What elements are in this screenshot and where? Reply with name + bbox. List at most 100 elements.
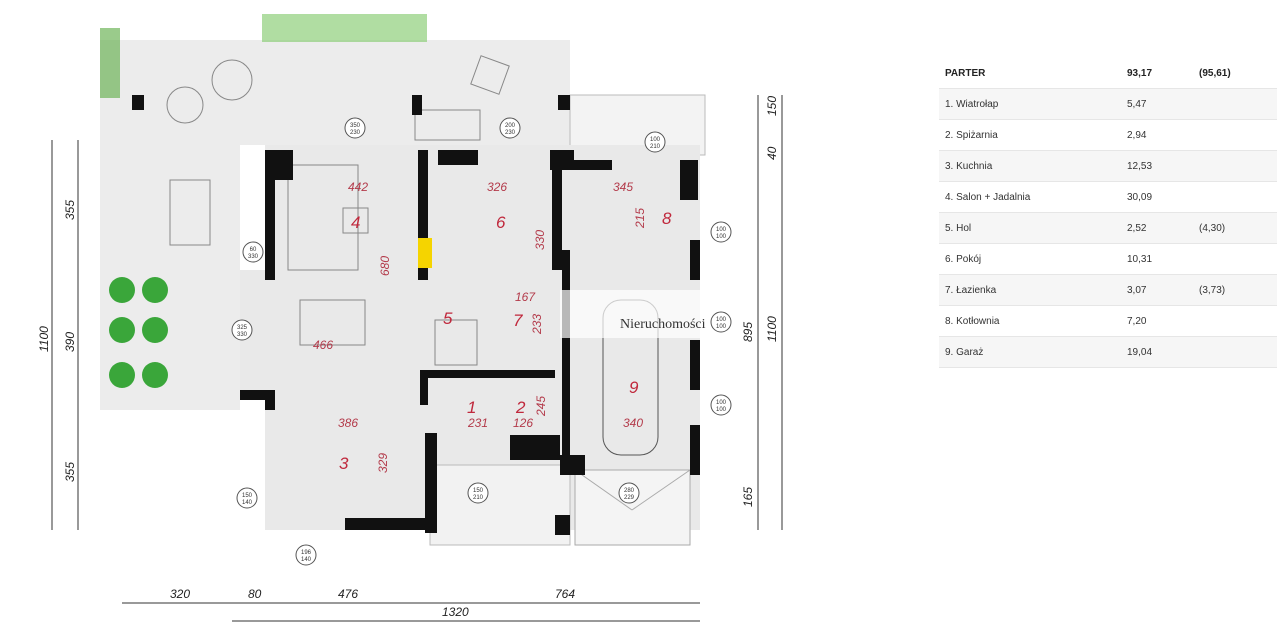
outer-dimension-total: 1320 — [442, 605, 469, 619]
window-tag-value: 230 — [505, 130, 516, 136]
room-dimension: 386 — [338, 416, 358, 430]
room-label: 1 — [467, 398, 476, 417]
room-dimension: 231 — [467, 416, 488, 430]
table-cell-area-alt — [1193, 336, 1277, 368]
window-tag-circle — [644, 131, 666, 153]
window-tag-value: 150 — [242, 493, 253, 499]
window-tag-value: 60 — [250, 247, 257, 253]
table-cell-area: 19,04 — [1121, 336, 1193, 368]
furniture — [166, 55, 510, 366]
room-dimension: 233 — [530, 314, 544, 335]
window-tag-circle — [344, 117, 366, 139]
room-label: 2 — [515, 398, 526, 417]
driveway — [574, 469, 691, 546]
room-label: 7 — [513, 311, 523, 330]
room-dimension: 466 — [313, 338, 333, 352]
window-tag-circle — [467, 482, 489, 504]
room-label: 5 — [443, 309, 453, 328]
room-labels: 1 2 3 4 5 6 7 8 9 — [339, 209, 672, 473]
table-cell-name: 4. Salon + Jadalnia — [939, 181, 1121, 213]
table-cell-area-alt — [1193, 243, 1277, 275]
table-cell-area: 30,09 — [1121, 181, 1193, 213]
table-cell-area: 2,52 — [1121, 212, 1193, 244]
outer-dimension: 165 — [741, 487, 755, 507]
table-cell-area-alt — [1193, 305, 1277, 337]
window-tag-value: 100 — [716, 407, 727, 413]
window-tag-value: 325 — [237, 325, 248, 331]
table-cell-name: 8. Kotłownia — [939, 305, 1121, 337]
window-tag-circle — [295, 544, 317, 566]
room-label: 8 — [662, 209, 672, 228]
room-dimension: 340 — [623, 416, 643, 430]
room-label: 3 — [339, 454, 349, 473]
outer-dimension: 764 — [555, 587, 575, 601]
entrance-steps — [429, 464, 571, 546]
outer-dimension: 80 — [248, 587, 262, 601]
table-cell-area-alt — [1193, 119, 1277, 151]
table-cell-area-alt: (3,73) — [1193, 274, 1277, 306]
window-tag-value: 100 — [650, 137, 661, 143]
outer-dimension: 390 — [63, 332, 77, 352]
room-label: 4 — [351, 213, 360, 232]
window-tag-value: 330 — [237, 332, 248, 338]
table-cell-area: 7,20 — [1121, 305, 1193, 337]
table-header-row: PARTER 93,17 (95,61) — [939, 58, 1277, 89]
table-cell-area: 5,47 — [1121, 88, 1193, 120]
window-tag-value: 200 — [505, 123, 516, 129]
window-tag-circle — [710, 394, 732, 416]
table-cell-area: 12,53 — [1121, 150, 1193, 182]
room-dimension: 126 — [513, 416, 533, 430]
window-tag-value: 100 — [716, 234, 727, 240]
table-cell-area: 3,07 — [1121, 274, 1193, 306]
window-tag-value: 350 — [350, 123, 361, 129]
outer-dimension-total: 1100 — [37, 326, 51, 352]
table-cell-area-alt — [1193, 150, 1277, 182]
window-tag-value: 100 — [716, 400, 727, 406]
window-tag-circle — [499, 117, 521, 139]
window-tag-value: 210 — [650, 144, 661, 150]
table-cell-name: 5. Hol — [939, 212, 1121, 244]
room-dimension: 215 — [633, 208, 647, 229]
window-tag-circle — [710, 221, 732, 243]
window-tag-value: 140 — [242, 500, 253, 506]
table-header-name: PARTER — [939, 58, 1121, 89]
outer-dimensions: 320 80 476 764 1320 355 390 355 1100 150… — [37, 96, 779, 619]
table-cell-area-alt — [1193, 181, 1277, 213]
window-tag-value: 100 — [716, 324, 727, 330]
room-dimension: 345 — [613, 180, 633, 194]
table-cell-name: 1. Wiatrołap — [939, 88, 1121, 120]
window-tag-value: 229 — [624, 495, 635, 501]
window-tag-value: 100 — [716, 227, 727, 233]
window-tag-circle — [618, 482, 640, 504]
outer-dimension: 895 — [741, 322, 755, 342]
window-tag-value: 330 — [248, 254, 259, 260]
driveway-line — [574, 469, 633, 511]
window-tag-circle — [242, 241, 264, 263]
room-dimension: 330 — [533, 230, 547, 250]
room-dimensions: 442 326 345 215 680 330 167 233 466 386 … — [313, 180, 647, 473]
garden-plants — [100, 14, 427, 388]
window-tags: 3502302002301002101001001001001001006033… — [231, 117, 732, 566]
table-cell-name: 3. Kuchnia — [939, 150, 1121, 182]
room-dimension: 245 — [534, 396, 548, 417]
walls — [132, 95, 700, 535]
table-cell-name: 2. Spiżarnia — [939, 119, 1121, 151]
floor-plan: 1 2 3 4 5 6 7 8 9 442 326 345 215 680 33… — [37, 14, 783, 622]
table-cell-area-alt — [1193, 88, 1277, 120]
room-dimension: 329 — [376, 453, 390, 473]
